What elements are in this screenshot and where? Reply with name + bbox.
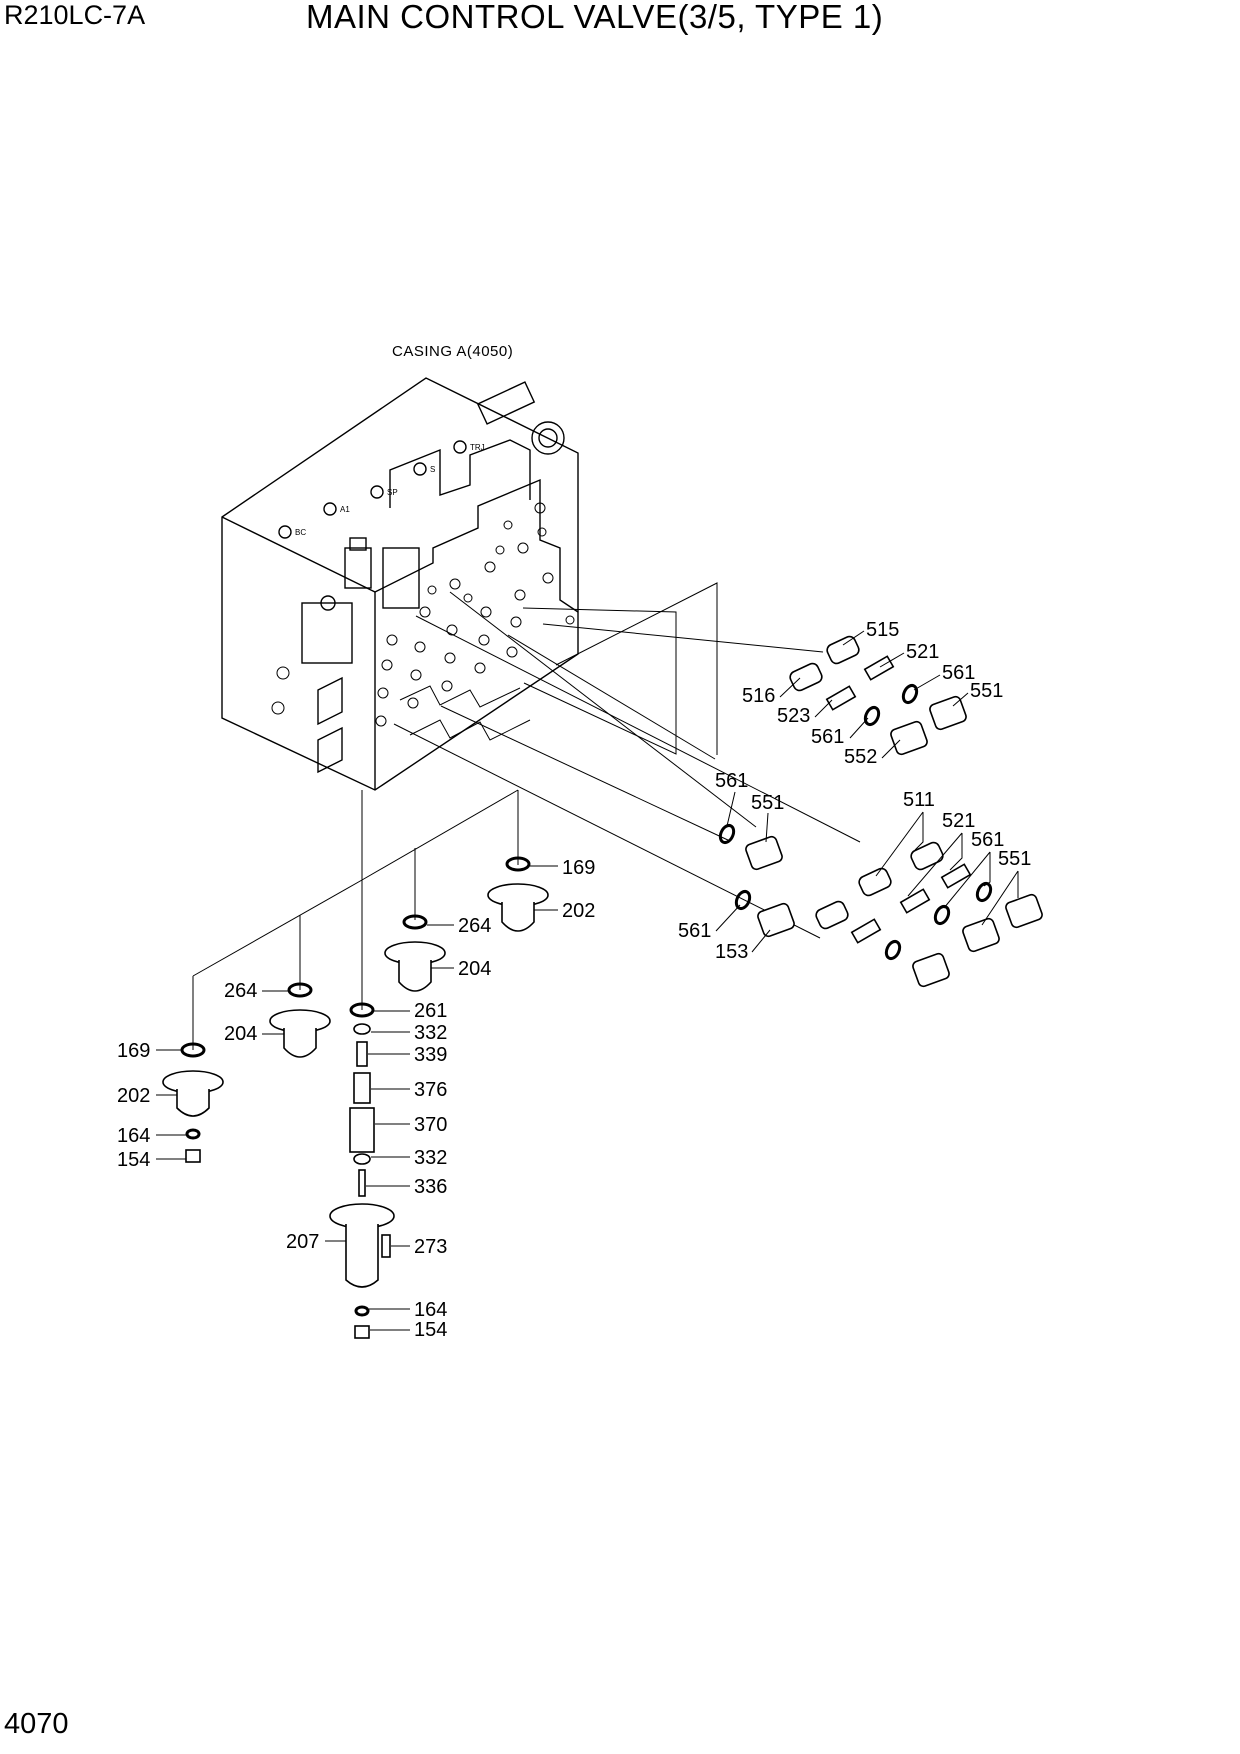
- callout-516: 516: [742, 685, 775, 707]
- callout-370: 370: [414, 1114, 447, 1136]
- callout-153: 153: [715, 941, 748, 963]
- callout-207: 207: [286, 1231, 319, 1253]
- callout-515: 515: [866, 619, 899, 641]
- callout-551: 551: [970, 680, 1003, 702]
- callout-376: 376: [414, 1079, 447, 1101]
- callout-labels: CASING A(4050) 515 521 561 551 516 523 5…: [117, 343, 1031, 1341]
- callout-273: 273: [414, 1236, 447, 1258]
- right-lower-parts: [718, 823, 1043, 988]
- casing-port-marks: TRJ S SP A1 BC: [295, 443, 485, 537]
- casing-label: CASING A(4050): [392, 343, 513, 360]
- port-mark-s: S: [430, 465, 435, 474]
- callout-154: 154: [117, 1149, 150, 1171]
- callout-169: 169: [562, 857, 595, 879]
- callout-523: 523: [777, 705, 810, 727]
- callout-264: 264: [224, 980, 257, 1002]
- model-code: R210LC-7A: [4, 0, 146, 30]
- left-parts: [162, 856, 549, 1163]
- port-mark-sp: SP: [387, 488, 398, 497]
- page-number: 4070: [4, 1708, 69, 1740]
- callout-521: 521: [906, 641, 939, 663]
- callout-561: 561: [811, 726, 844, 748]
- callout-202: 202: [117, 1085, 150, 1107]
- callout-561: 561: [942, 662, 975, 684]
- callout-332: 332: [414, 1022, 447, 1044]
- port-mark-a1: A1: [340, 505, 350, 514]
- callout-332: 332: [414, 1147, 447, 1169]
- right-upper-parts: [789, 635, 967, 756]
- callout-164: 164: [414, 1299, 447, 1321]
- callout-202: 202: [562, 900, 595, 922]
- callout-339: 339: [414, 1044, 447, 1066]
- callout-511: 511: [903, 789, 935, 811]
- callout-551: 551: [751, 792, 784, 814]
- assembly-lines: [192, 582, 861, 1050]
- callout-164: 164: [117, 1125, 150, 1147]
- callout-169: 169: [117, 1040, 150, 1062]
- callout-561: 561: [971, 829, 1004, 851]
- callout-261: 261: [414, 1000, 447, 1022]
- center-stack-parts: [329, 1002, 395, 1339]
- callout-204: 204: [224, 1023, 257, 1045]
- callout-552: 552: [844, 746, 877, 768]
- page-title: MAIN CONTROL VALVE(3/5, TYPE 1): [306, 0, 884, 35]
- callout-154: 154: [414, 1319, 447, 1341]
- callout-264: 264: [458, 915, 491, 937]
- callout-561: 561: [715, 770, 748, 792]
- port-mark-trj: TRJ: [470, 443, 485, 452]
- callout-204: 204: [458, 958, 491, 980]
- port-mark-bc: BC: [295, 528, 306, 537]
- callout-336: 336: [414, 1176, 447, 1198]
- callout-561: 561: [678, 920, 711, 942]
- callout-521: 521: [942, 810, 975, 832]
- valve-casing: TRJ S SP A1 BC: [221, 377, 579, 791]
- callout-leaders: [156, 630, 1019, 1331]
- callout-551: 551: [998, 848, 1031, 870]
